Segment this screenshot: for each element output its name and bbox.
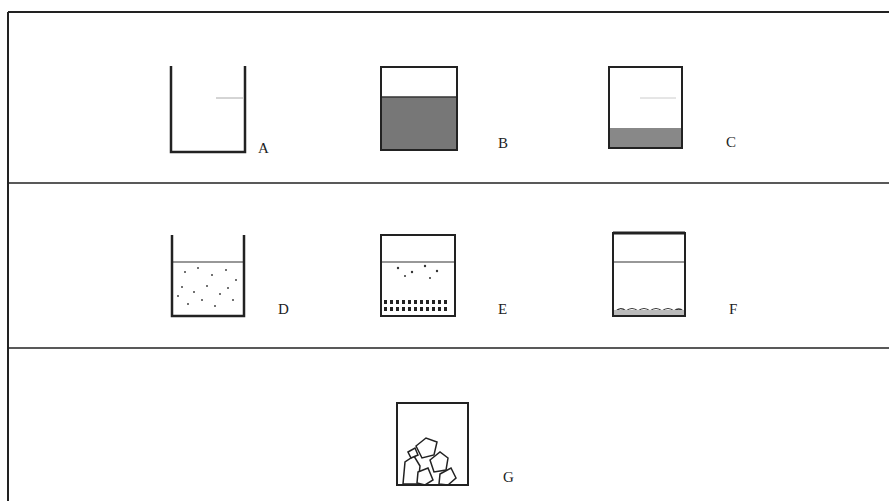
beaker-a: [171, 66, 245, 152]
frame-lines: [8, 12, 889, 501]
beaker-letter: C: [726, 135, 736, 150]
beaker-c: [609, 67, 682, 148]
beaker-letter: G: [503, 470, 514, 485]
beaker-b: [381, 67, 457, 150]
beaker-letter: B: [498, 136, 508, 151]
beaker-letter: E: [498, 302, 507, 317]
beaker-letter: D: [278, 302, 289, 317]
beaker-g: [397, 403, 468, 485]
beaker-e: [381, 235, 455, 316]
beaker-f: [613, 233, 685, 316]
beaker-d: [172, 235, 244, 316]
beaker-letter: A: [258, 141, 269, 156]
beaker-letter: F: [729, 302, 737, 317]
